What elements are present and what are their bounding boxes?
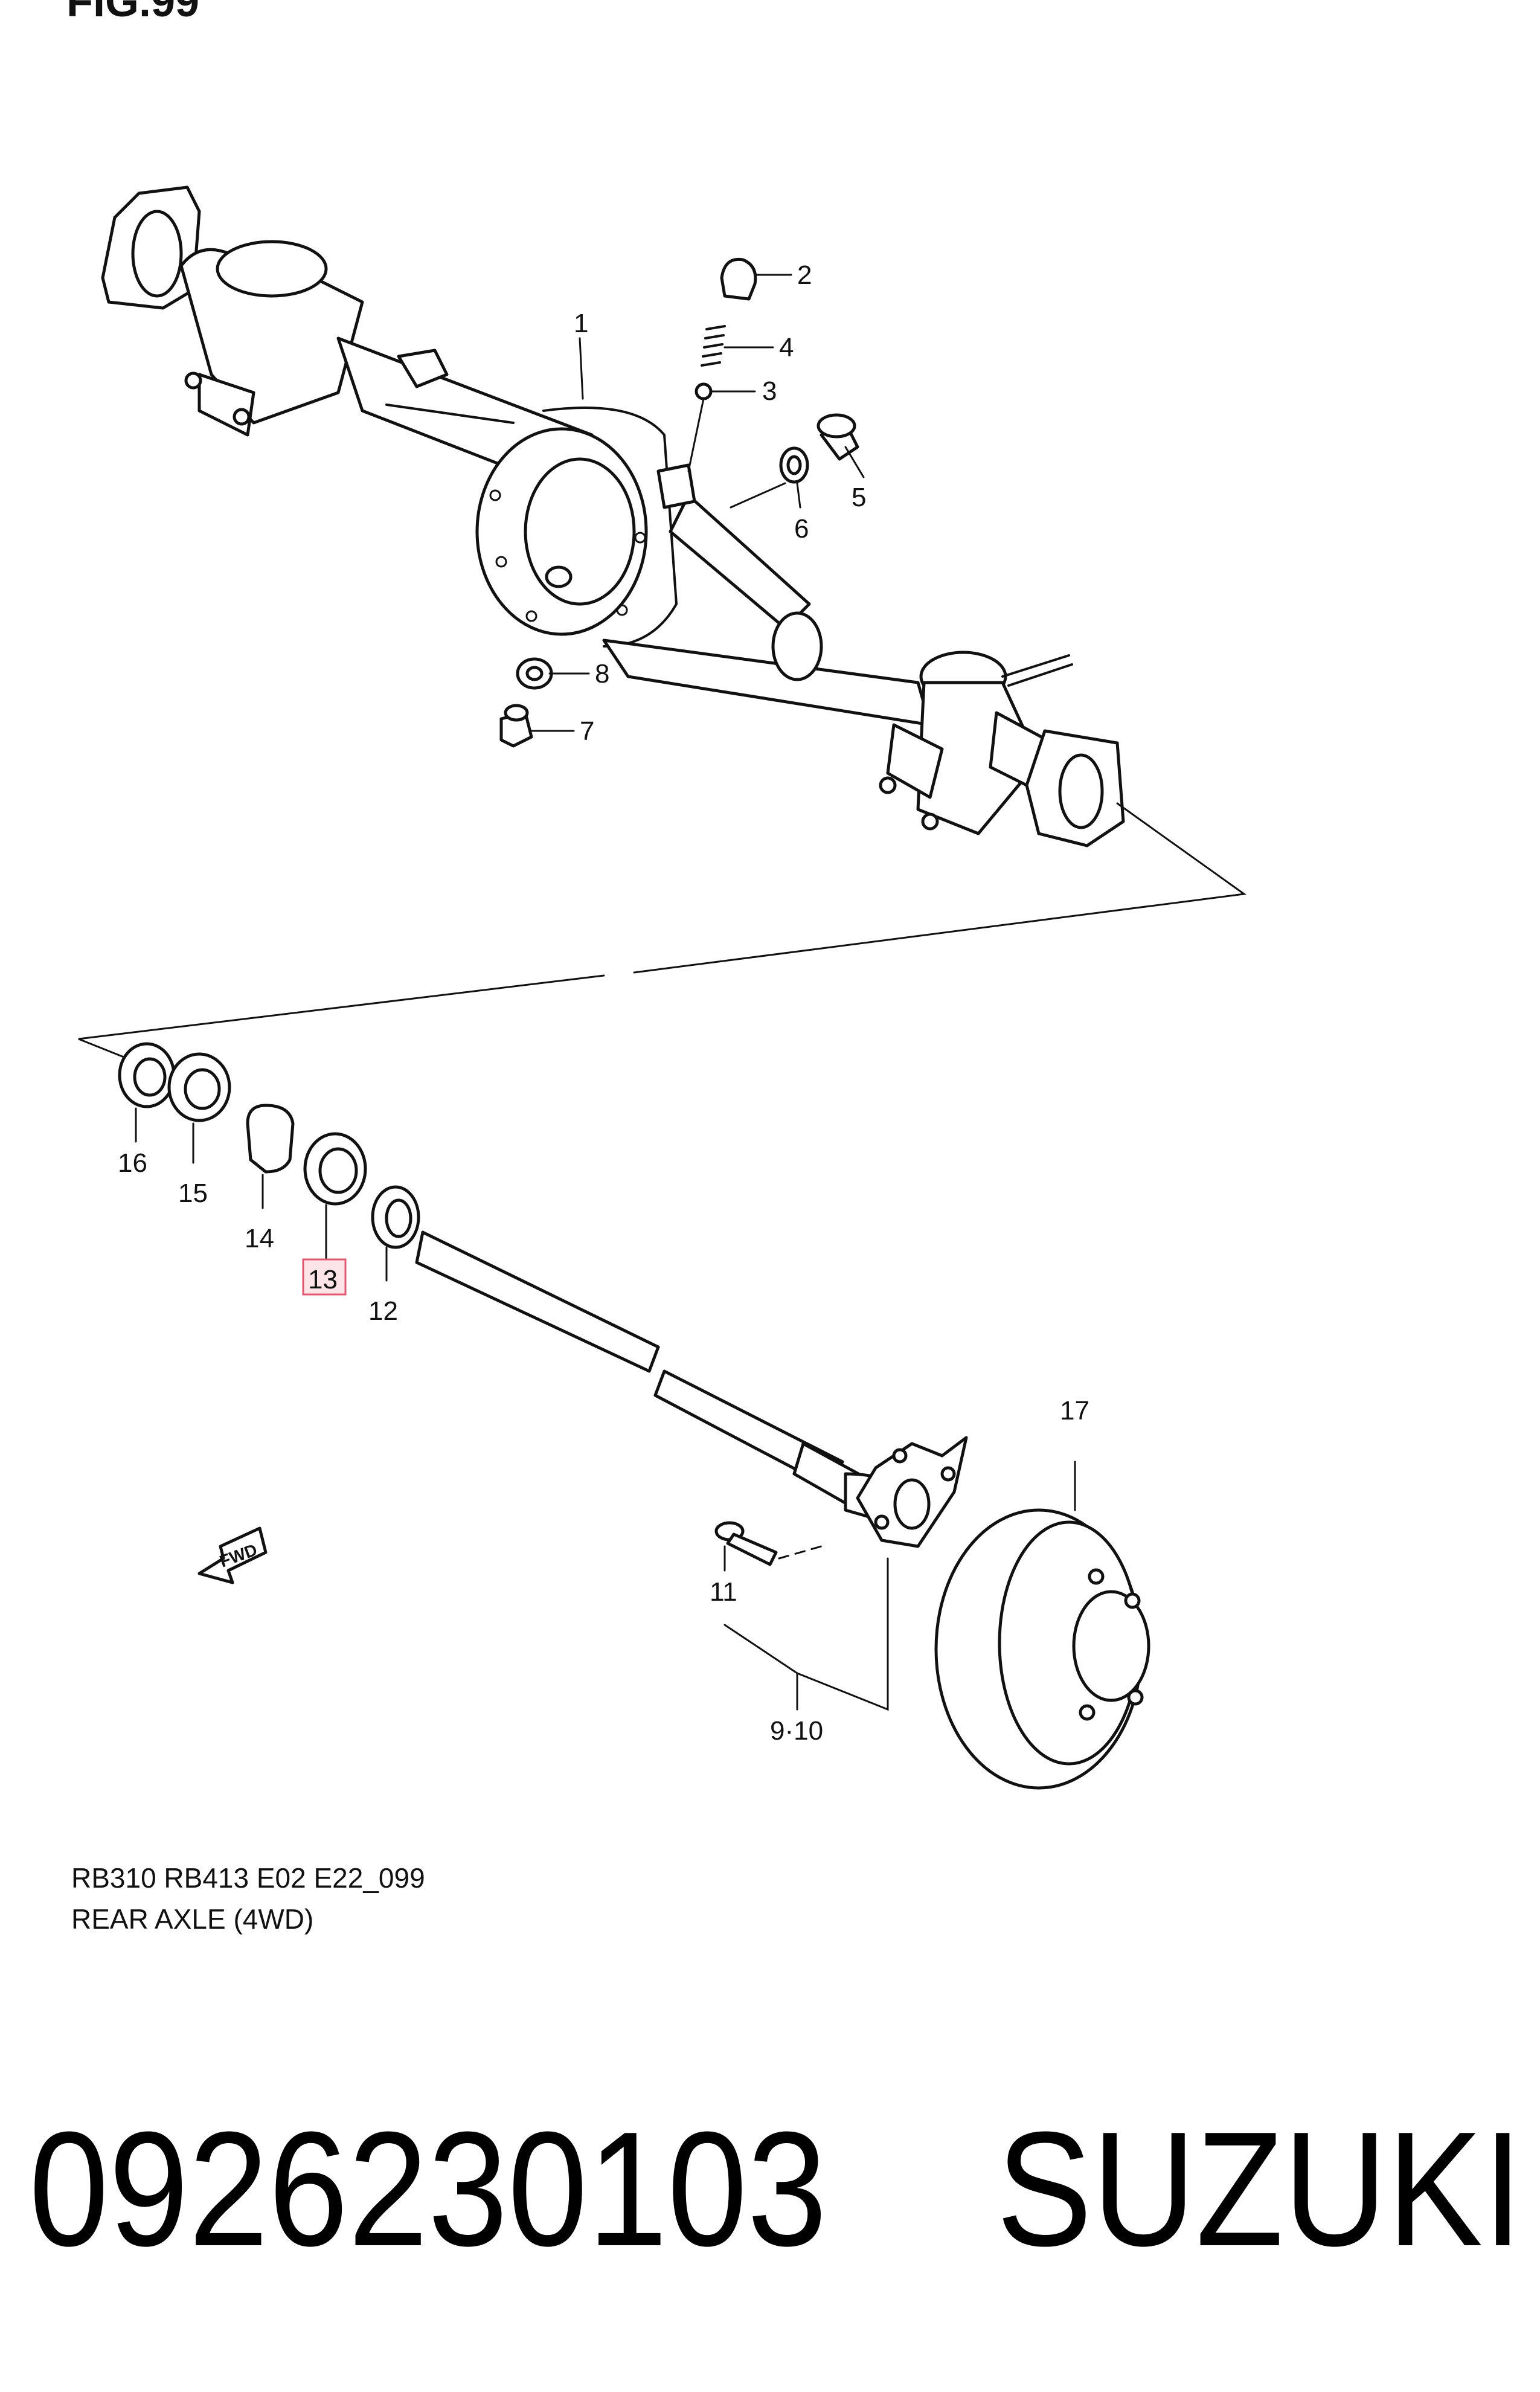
breather-ball — [695, 382, 713, 400]
breather-cap — [720, 257, 757, 301]
svg-text:3: 3 — [762, 376, 777, 406]
diagram-panel: 1 2 4 3 5 6 — [66, 0, 1246, 1935]
svg-text:1: 1 — [574, 309, 588, 338]
bearing-retainer-ring — [118, 1042, 176, 1108]
svg-text:16: 16 — [118, 1148, 147, 1178]
part-number: 0926230103 — [29, 2098, 827, 2280]
svg-text:17: 17 — [1060, 1396, 1089, 1426]
seal-retainer — [371, 1185, 420, 1249]
filler-plug — [817, 413, 859, 461]
drain-plug — [499, 704, 533, 748]
svg-text:2: 2 — [797, 260, 812, 290]
brand-name: SUZUKI — [996, 2098, 1523, 2280]
exploded-parts-diagram: 1 2 4 3 5 6 — [78, 185, 1246, 1790]
svg-text:9·10: 9·10 — [770, 1716, 823, 1746]
svg-text:12: 12 — [368, 1296, 398, 1326]
bearing-spacer — [246, 1104, 295, 1174]
figure-title: REAR AXLE (4WD) — [71, 1903, 314, 1935]
brake-drum — [934, 1508, 1150, 1790]
footer-band — [0, 1993, 1540, 2392]
axle-flange — [856, 1436, 968, 1548]
forward-direction-arrow: FWD — [197, 1526, 268, 1584]
svg-text:8: 8 — [595, 659, 609, 689]
figure-heading: FIG.99 — [66, 0, 200, 26]
callout-13-highlight — [302, 1258, 347, 1296]
svg-text:11: 11 — [710, 1577, 737, 1607]
svg-text:6: 6 — [794, 514, 809, 544]
wheel-bearing — [167, 1052, 231, 1122]
breather-spring — [701, 325, 726, 367]
svg-text:13: 13 — [308, 1265, 338, 1294]
svg-text:4: 4 — [779, 333, 794, 362]
figure-code: RB310 RB413 E02 E22_099 — [71, 1862, 425, 1894]
svg-text:5: 5 — [852, 483, 866, 512]
axle-shaft — [415, 1230, 902, 1524]
oil-seal — [303, 1132, 367, 1206]
svg-text:15: 15 — [178, 1178, 208, 1208]
plug-gasket — [779, 446, 809, 484]
axle-housing — [101, 185, 1125, 847]
drain-gasket — [516, 657, 553, 690]
wheel-stud — [714, 1521, 778, 1566]
svg-text:7: 7 — [580, 716, 594, 746]
svg-text:14: 14 — [245, 1224, 274, 1253]
